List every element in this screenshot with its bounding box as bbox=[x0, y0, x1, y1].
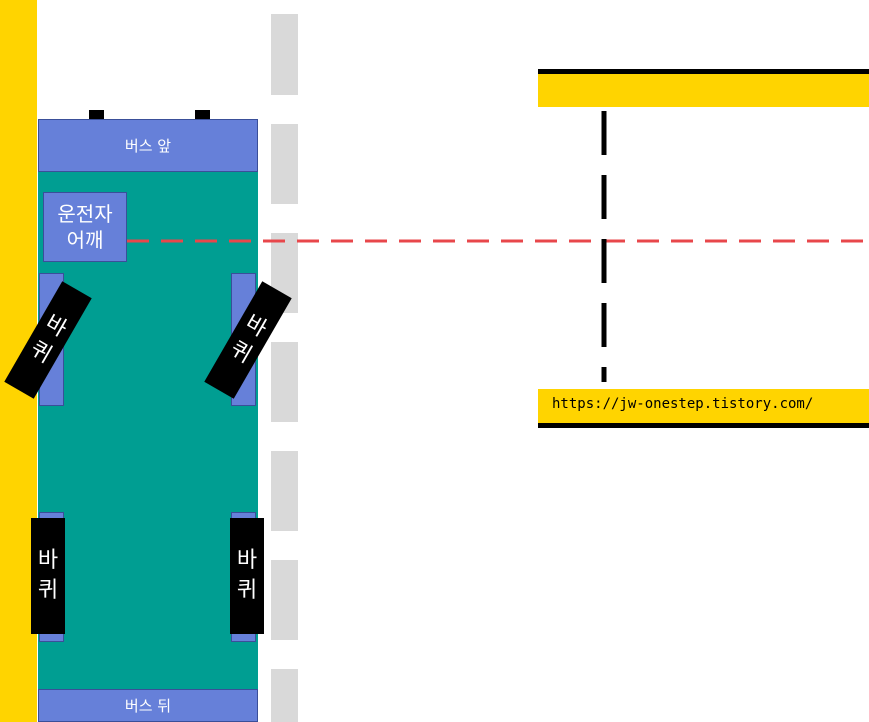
lane-marking bbox=[271, 14, 298, 95]
lane-marking bbox=[271, 669, 298, 722]
rear-right-wheel: 바 퀴 bbox=[230, 518, 264, 634]
wall-top bbox=[538, 69, 869, 107]
bus-rear-label: 버스 뒤 bbox=[124, 697, 172, 715]
bus-front: 버스 앞 bbox=[38, 119, 258, 172]
driver-shoulder-label-line1: 운전자 bbox=[57, 202, 113, 226]
wall-bottom bbox=[538, 389, 869, 428]
driver-shoulder-label-line2: 어깨 bbox=[66, 228, 104, 252]
lane-marking bbox=[271, 124, 298, 204]
wheel-label-line1: 바 bbox=[236, 548, 258, 573]
rear-left-wheel: 바 퀴 bbox=[31, 518, 65, 634]
lane-marking bbox=[271, 451, 298, 531]
bus-front-label: 버스 앞 bbox=[124, 137, 172, 155]
bus-rear: 버스 뒤 bbox=[38, 689, 258, 722]
wheel-label-line2: 퀴 bbox=[236, 578, 258, 603]
driver-shoulder: 운전자 어깨 bbox=[43, 192, 127, 262]
lane-marking bbox=[271, 342, 298, 422]
wheel-label-line1: 바 bbox=[37, 548, 59, 573]
lane-marking bbox=[271, 560, 298, 640]
wheel-label-line2: 퀴 bbox=[37, 578, 59, 603]
watermark-url: https://jw-onestep.tistory.com/ bbox=[552, 396, 814, 412]
